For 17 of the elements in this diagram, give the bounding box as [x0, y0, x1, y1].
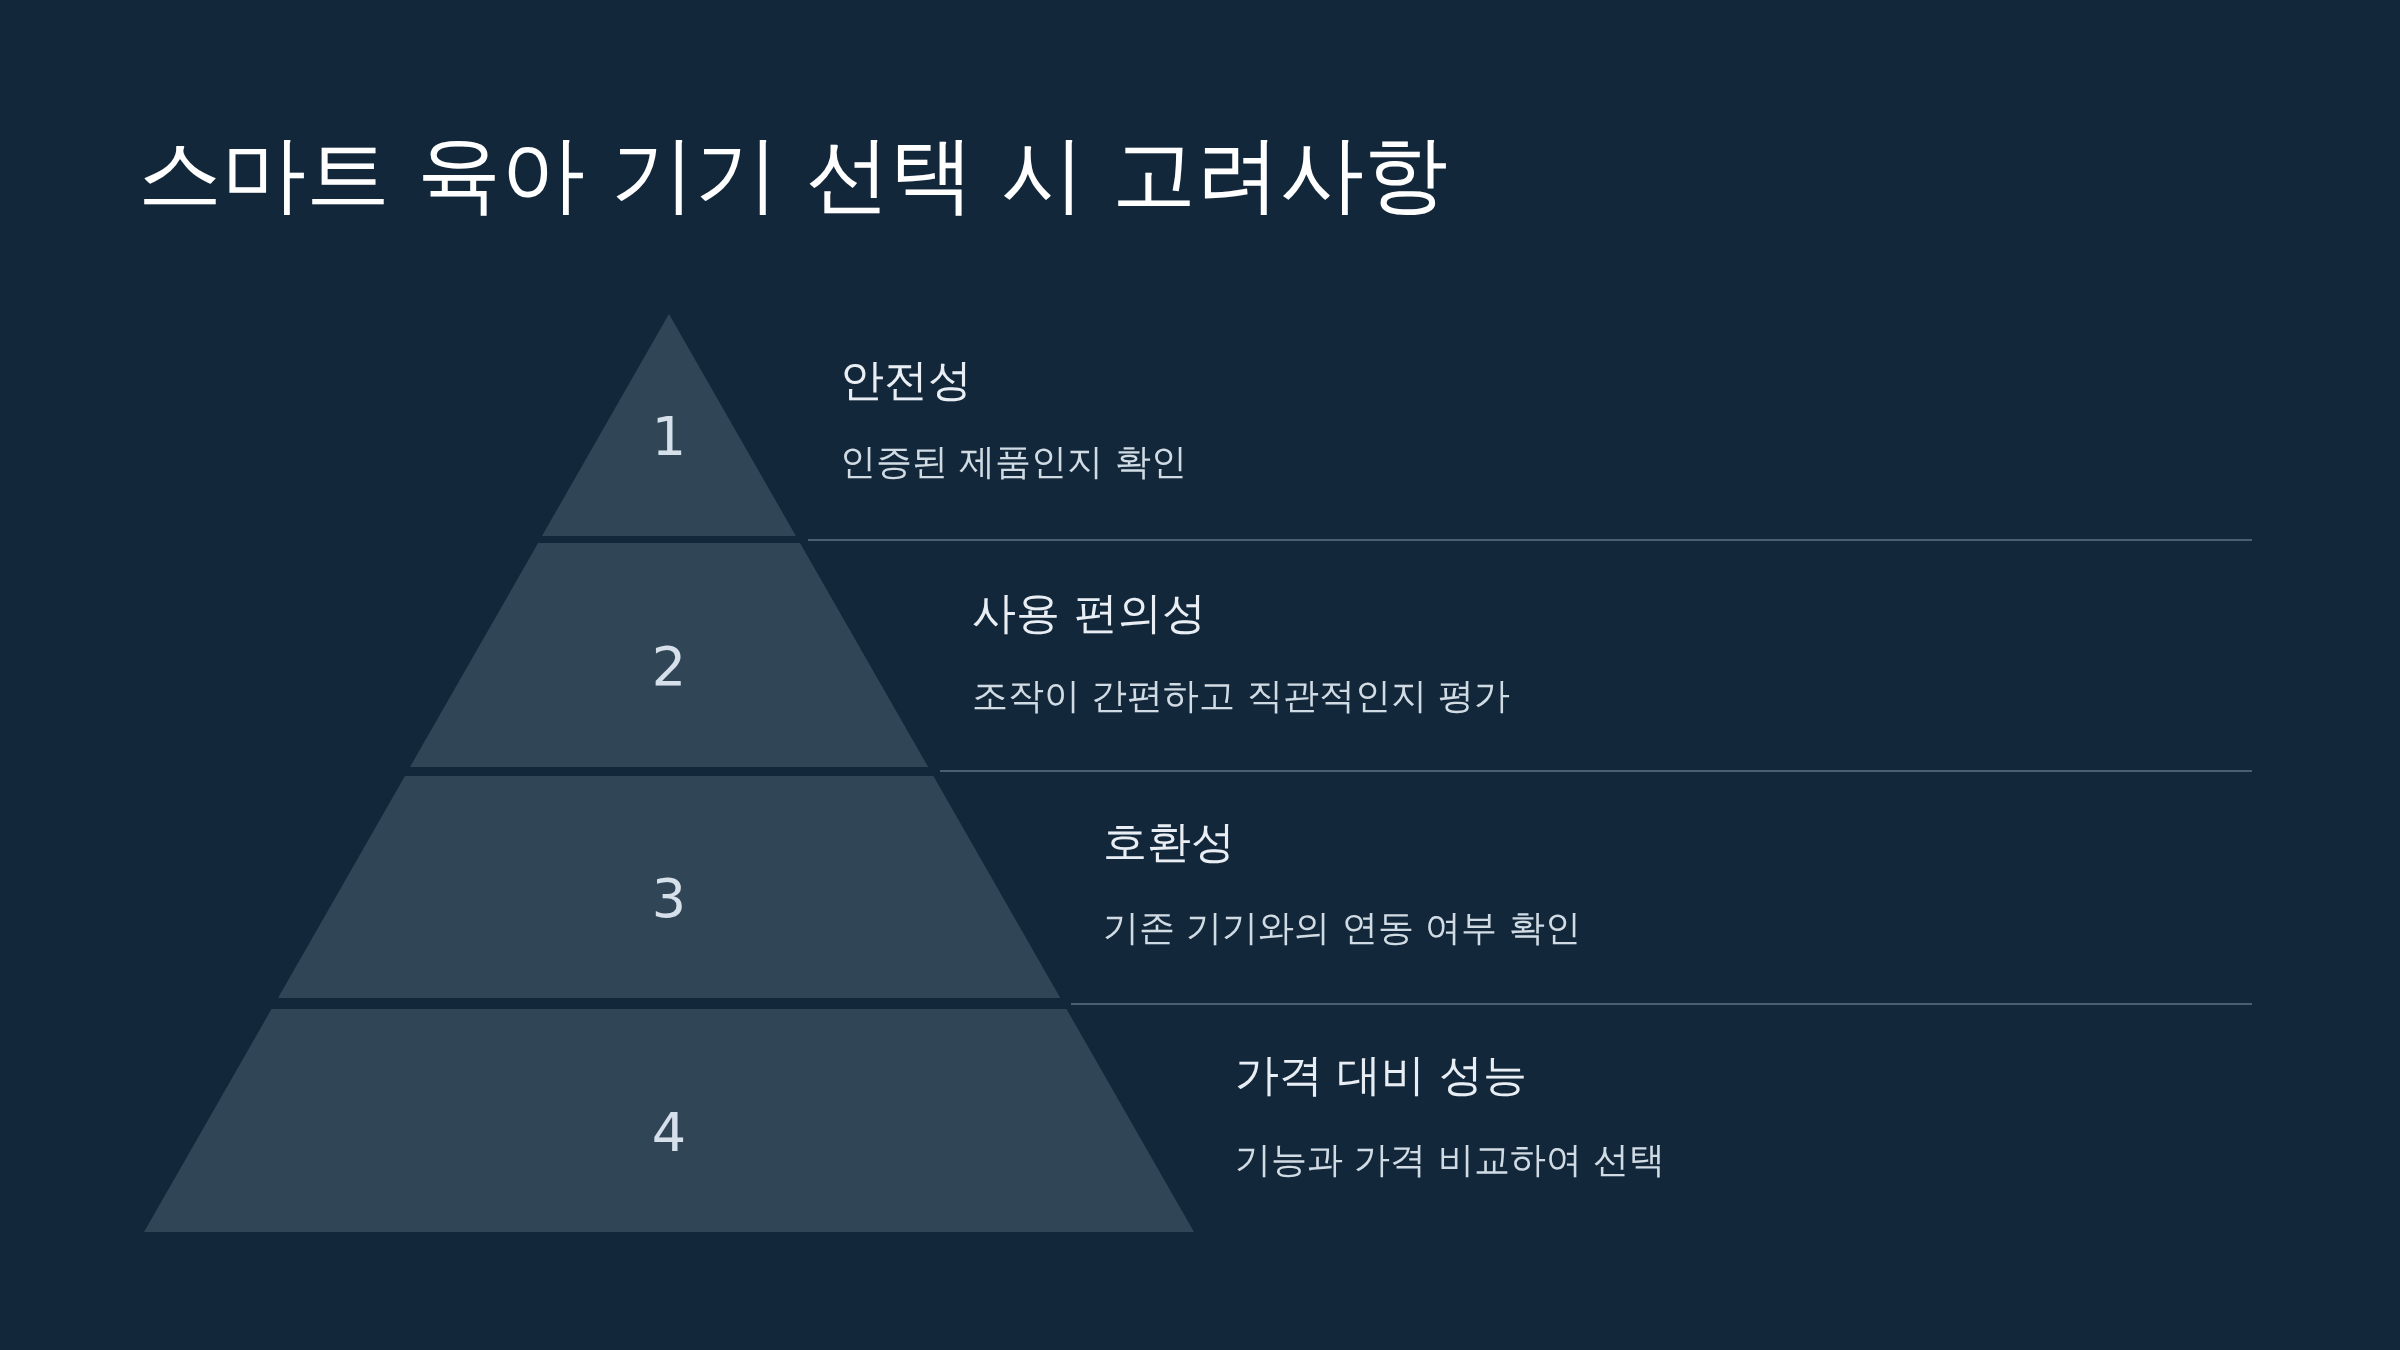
item-heading: 사용 편의성: [972, 591, 1206, 635]
item-heading: 안전성: [840, 358, 972, 402]
pyramid-layer: [277, 776, 1061, 998]
layer-number: 2: [651, 640, 687, 694]
layer-number: 3: [651, 872, 687, 926]
title: 스마트 육아 기기 선택 시 고려사항: [138, 124, 1448, 225]
item-description: 기능과 가격 비교하여 선택: [1235, 1142, 1666, 1178]
pyramid-layer: [144, 1009, 1194, 1232]
item-heading: 가격 대비 성능: [1235, 1053, 1527, 1097]
pyramid-layer: [409, 543, 929, 767]
item-heading: 호환성: [1103, 820, 1235, 864]
item-description: 조작이 간편하고 직관적인지 평가: [972, 678, 1511, 714]
layer-number: 4: [651, 1105, 687, 1160]
pyramid-layer: [542, 314, 796, 536]
item-description: 인증된 제품인지 확인: [840, 444, 1187, 480]
item-description: 기존 기기와의 연동 여부 확인: [1103, 910, 1581, 946]
layer-number: 1: [651, 410, 687, 464]
